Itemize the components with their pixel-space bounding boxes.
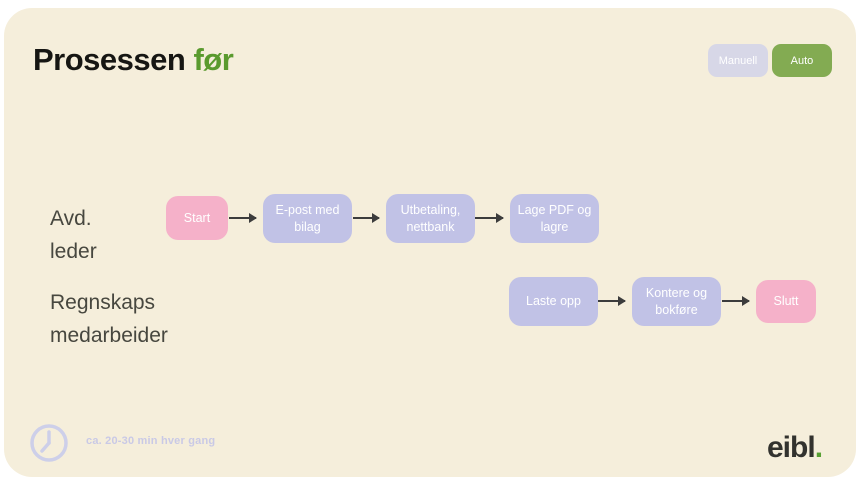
flow-node-lage-pdf-og-lagre: Lage PDF og lagre — [510, 194, 599, 243]
logo-text: eibl — [767, 431, 816, 464]
eibl-logo: eibl. — [767, 431, 823, 465]
flow-node-kontere-og-bokfore: Kontere og bokføre — [632, 277, 721, 326]
lane-label-avd-leder: Avd. leder — [50, 207, 97, 263]
arrow-right-icon — [475, 213, 504, 223]
lane-label-regnskaps-medarbeider: Regnskaps medarbeider — [50, 291, 168, 347]
arrow-right-icon — [353, 213, 380, 223]
manual-toggle-button[interactable]: Manuell — [708, 44, 768, 77]
auto-toggle-button[interactable]: Auto — [772, 44, 832, 77]
arrow-right-icon — [598, 296, 626, 306]
flow-node-laste-opp: Laste opp — [509, 277, 598, 326]
logo-dot: . — [814, 431, 823, 464]
title-highlight: før — [193, 42, 234, 77]
time-caption: ca. 20-30 min hver gang — [86, 435, 216, 447]
arrow-right-icon — [229, 213, 257, 223]
page-title: Prosessen før — [33, 42, 234, 78]
arrow-right-icon — [722, 296, 750, 306]
flow-node-utbetaling-nettbank: Utbetaling, nettbank — [386, 194, 475, 243]
flow-node-start: Start — [166, 196, 228, 240]
title-main: Prosessen — [33, 42, 194, 77]
flow-node-slutt: Slutt — [756, 280, 816, 323]
clock-icon — [29, 423, 69, 468]
flow-node-epost-med-bilag: E-post med bilag — [263, 194, 352, 243]
